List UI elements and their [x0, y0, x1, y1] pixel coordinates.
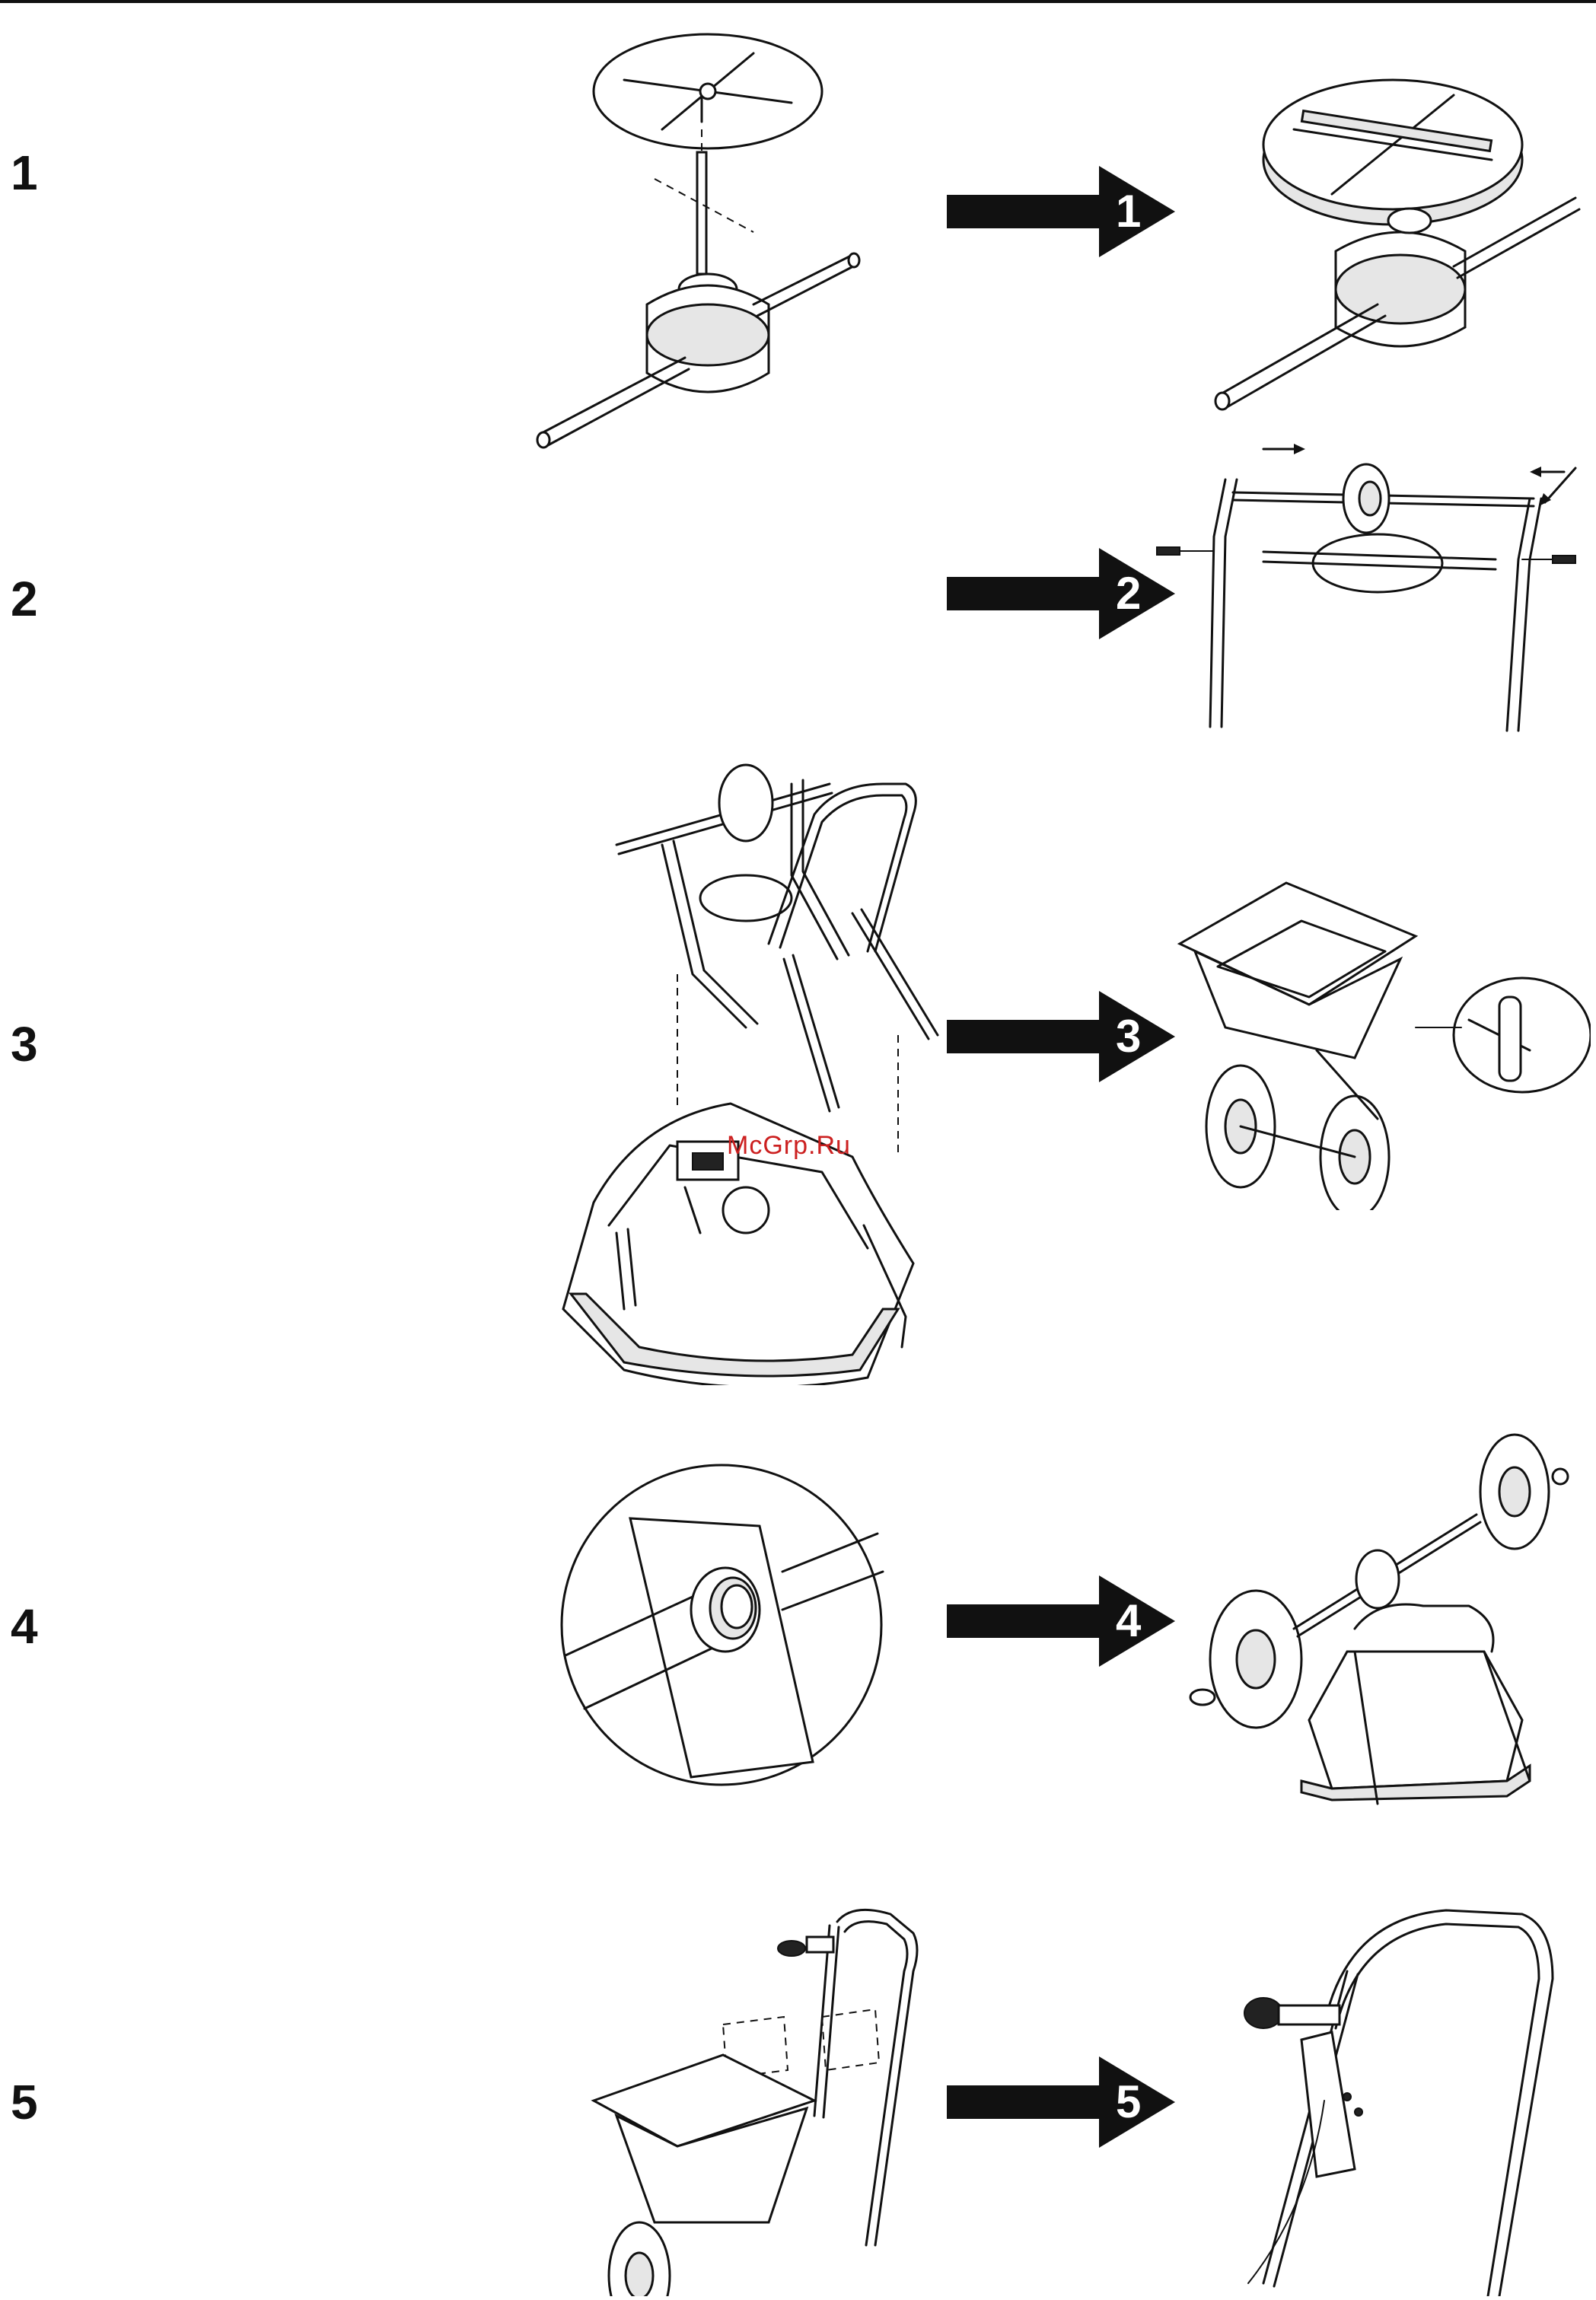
- handle-control-exploded-icon: [586, 1903, 944, 2296]
- step-3-assembled-illustration: [1172, 875, 1591, 1210]
- step-5-exploded-illustration: [586, 1903, 944, 2296]
- step-1-arrow-label: 1: [1116, 186, 1141, 237]
- step-4-arrow-label: 4: [1116, 1595, 1142, 1646]
- spreader-with-wheels-icon: [1172, 875, 1591, 1210]
- step-1-exploded-illustration: [525, 15, 906, 457]
- axle-bushing-detail-icon: [554, 1457, 889, 1792]
- step-3-arrow-label: 3: [1116, 1011, 1141, 1062]
- step-number-3: 3: [11, 1016, 38, 1072]
- step-1-arrow: 1: [947, 166, 1175, 257]
- spinner-gearbox-assembled-icon: [1203, 46, 1583, 419]
- step-2-frame-assembly-illustration: [1142, 407, 1583, 742]
- step-3-arrow: 3: [947, 991, 1175, 1082]
- step-3-exploded-illustration: [518, 731, 944, 1385]
- step-2-arrow-label: 2: [1116, 568, 1141, 619]
- step-2-arrow: 2: [947, 548, 1175, 639]
- step-number-5: 5: [11, 2074, 38, 2130]
- hopper-frame-exploded-icon: [518, 731, 944, 1385]
- step-1-assembled-illustration: [1203, 46, 1583, 419]
- handle-control-assembled-icon: [1195, 1903, 1591, 2296]
- step-number-2: 2: [11, 571, 38, 627]
- step-4-wheel-assembly-illustration: [1180, 1423, 1591, 1834]
- wheel-mounting-exploded-icon: [1180, 1423, 1591, 1834]
- spinner-gearbox-exploded-icon: [525, 15, 906, 457]
- step-4-arrow: 4: [947, 1575, 1175, 1667]
- frame-axle-assembly-icon: [1142, 407, 1583, 742]
- step-5-assembled-illustration: [1195, 1903, 1591, 2296]
- watermark: McGrp.Ru: [727, 1131, 851, 1161]
- top-rule: [0, 0, 1596, 3]
- step-number-1: 1: [11, 145, 38, 201]
- step-5-arrow-label: 5: [1116, 2076, 1141, 2127]
- step-4-detail-circle-illustration: [554, 1457, 889, 1792]
- step-5-arrow: 5: [947, 2056, 1175, 2148]
- step-number-4: 4: [11, 1598, 38, 1655]
